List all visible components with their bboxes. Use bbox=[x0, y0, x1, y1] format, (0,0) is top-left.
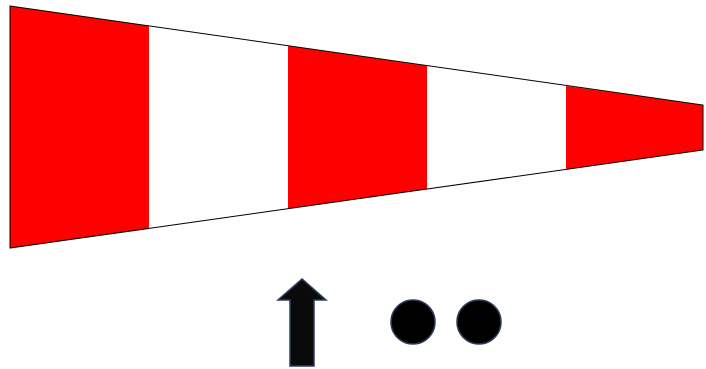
pennant-stripe-5 bbox=[566, 86, 703, 169]
circle-dot-icon bbox=[390, 299, 436, 345]
pennant-stripe-3 bbox=[288, 46, 427, 209]
pennant-stripe-4 bbox=[427, 66, 566, 189]
pennant-stripe-2 bbox=[149, 26, 288, 229]
circle-dot-icon bbox=[456, 299, 502, 345]
pennant-outline bbox=[9, 5, 704, 249]
pennant bbox=[9, 5, 704, 249]
up-arrow-icon bbox=[276, 278, 328, 367]
pennant-stripe-1 bbox=[10, 6, 149, 248]
